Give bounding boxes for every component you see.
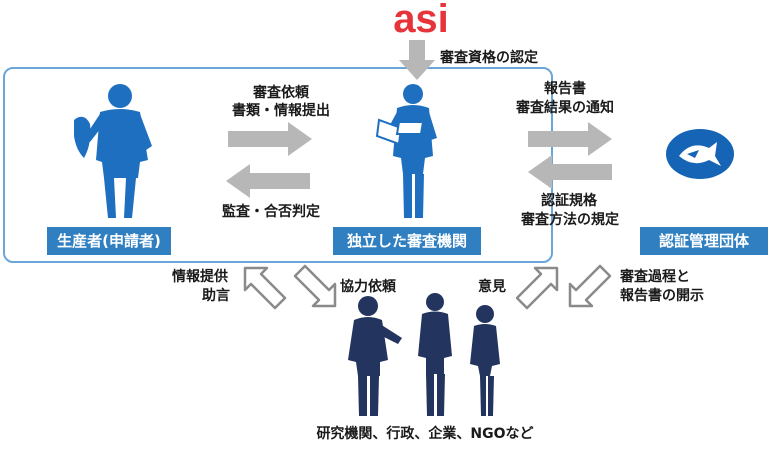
audit-judgement-label: 監査・合否判定 [222,204,320,220]
opinion-label: 意見 [478,279,506,295]
producer-box: 生産者(申請者) [47,227,171,255]
request-arrow-right [228,122,312,156]
judgement-arrow-left [226,164,310,198]
cooperation-arrow [293,264,337,308]
accreditation-arrow [399,40,435,80]
standard-arrow-left [528,155,612,189]
cooperation-label: 協力依頼 [340,279,396,295]
asi-logo-text: asi [393,0,449,41]
info-label-2: 助言 [202,288,230,304]
businessman-icon [375,84,437,218]
info-label-1: 情報提供 [172,269,228,285]
standard-label-1: 認証規格 [541,193,597,209]
fisherman-icon [74,84,152,218]
asi-logo: asi [393,0,449,41]
msc-logo-icon [666,129,734,179]
stakeholders-icon [348,293,500,416]
audit-request-label-1: 審査依頼 [253,85,309,101]
report-label-2: 審査結果の通知 [516,100,614,116]
opinion-arrow [515,266,559,310]
report-label-1: 報告書 [544,81,586,97]
info-arrow [243,266,287,310]
disclosure-arrow [568,264,612,308]
disclosure-label-1: 審査過程と [620,269,690,285]
stakeholders-label: 研究機関、行政、企業、NGOなど [316,426,534,442]
disclosure-label-2: 報告書の開示 [620,288,704,304]
report-arrow-right [528,122,612,156]
cert-body-box: 認証管理団体 [640,227,768,255]
auditor-box: 独立した審査機関 [333,227,481,255]
accreditation-label: 審査資格の認定 [440,50,538,66]
audit-request-label-2: 書類・情報提出 [232,103,330,119]
standard-label-2: 審査方法の規定 [521,212,619,228]
